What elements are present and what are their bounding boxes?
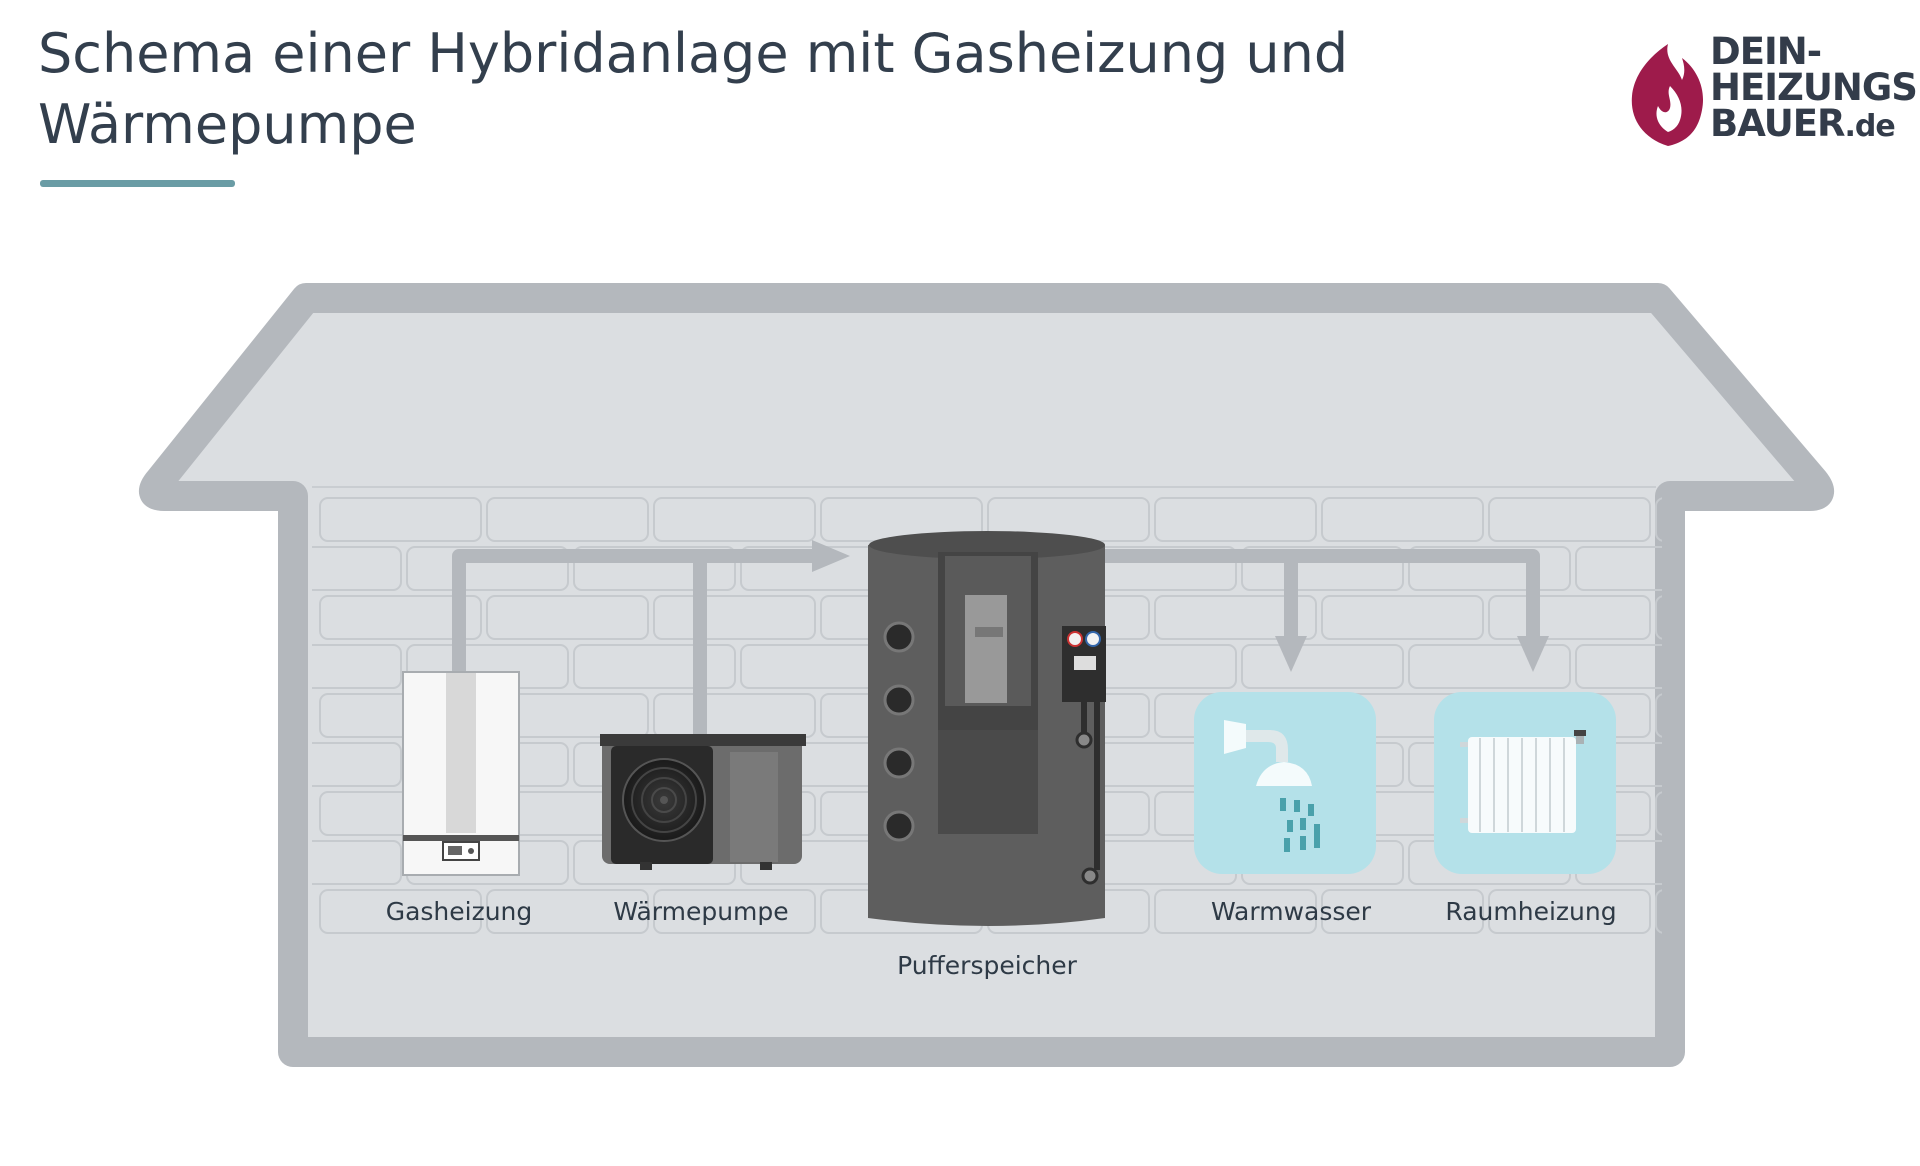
brick [1154,497,1317,542]
brick [1575,644,1662,689]
room-heating-tile [1434,692,1616,874]
brick [319,595,482,640]
brick [1655,497,1662,542]
brick [653,497,816,542]
label-gas-heater: Gasheizung [385,897,533,926]
brick [1241,644,1404,689]
arrow-to-room-heating [1517,636,1549,672]
brick [312,644,402,689]
logo-line-1: DEIN- [1710,30,1822,73]
logo-domain-suffix: .de [1844,109,1896,144]
arrow-to-tank [812,540,850,572]
brick [312,840,402,885]
brick [312,742,402,787]
brick [486,497,649,542]
brick [573,546,736,591]
brick [573,644,736,689]
brick [1575,546,1662,591]
brick [1655,889,1662,934]
label-room-heating: Raumheizung [1445,897,1617,926]
label-hot-water: Warmwasser [1210,897,1372,926]
brick [1321,889,1484,934]
brick [1321,497,1484,542]
brick [1408,546,1571,591]
buffer-tank [868,531,1106,926]
flame-icon [1631,44,1704,146]
brick [486,889,649,934]
pipe-outflow [1100,549,1540,640]
brick [653,889,816,934]
brick [1488,497,1651,542]
shower-icon [1224,720,1320,852]
hot-water-tile [1194,692,1376,874]
brick [1241,546,1404,591]
logo-line-3: BAUER [1710,102,1846,145]
brick [1154,595,1317,640]
brick [1488,889,1651,934]
brick [1655,693,1662,738]
brick [653,595,816,640]
brick [1488,595,1651,640]
brick [486,595,649,640]
heat-pump-unit [600,734,806,870]
brick [1154,889,1317,934]
brick [319,497,482,542]
brick [1655,791,1662,836]
brick [1321,595,1484,640]
brick [406,546,569,591]
pipe-network [452,549,1540,735]
gas-heater-unit [402,671,520,876]
label-buffer-tank: Pufferspeicher [897,951,1077,980]
arrow-to-hot-water [1275,636,1307,672]
radiator-icon [1460,730,1586,833]
page-title: Schema einer Hybridanlage mit Gasheizung… [38,22,1349,156]
title-underline [40,180,235,187]
brick [1655,595,1662,640]
logo-line-2: HEIZUNGS [1710,66,1918,109]
brick [312,546,402,591]
label-heat-pump: Wärmepumpe [613,897,789,926]
logo: DEIN- HEIZUNGS BAUER.de [1628,33,1918,152]
brick [1408,644,1571,689]
brick [319,889,482,934]
